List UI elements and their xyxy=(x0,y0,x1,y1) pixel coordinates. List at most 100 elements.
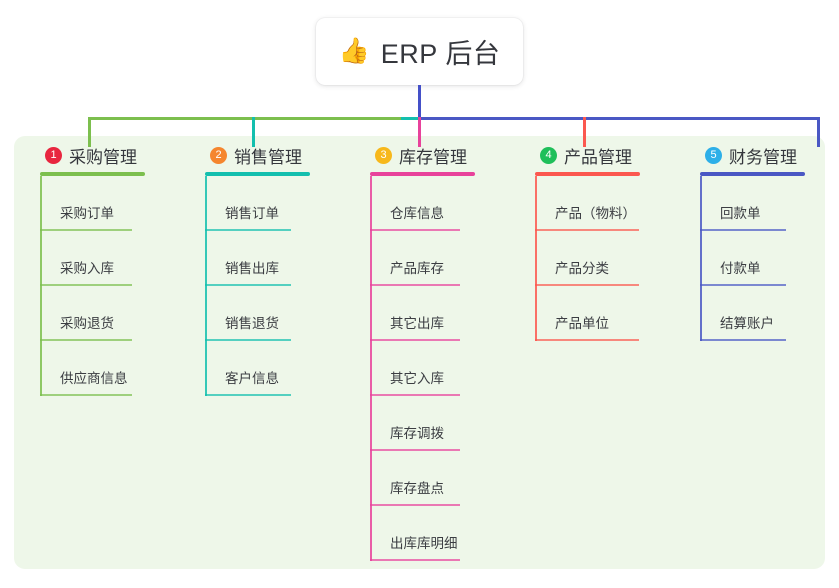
branch-child-underline xyxy=(370,449,460,451)
branch-child-item[interactable]: 采购订单 xyxy=(40,176,145,231)
branch-column-4: 4 产品管理产品（物料） 产品分类产品单位 xyxy=(535,143,640,341)
branch-header-2[interactable]: 2 销售管理 xyxy=(205,143,310,167)
branch-header-4[interactable]: 4 产品管理 xyxy=(535,143,640,167)
branch-child-underline xyxy=(205,339,291,341)
branch-child-underline xyxy=(370,339,460,341)
branch-child-item[interactable]: 销售出库 xyxy=(205,231,310,286)
branch-child-underline xyxy=(370,229,460,231)
branch-child-underline xyxy=(370,504,460,506)
branch-child-label: 出库库明细 xyxy=(390,536,458,551)
branch-child-underline xyxy=(40,229,132,231)
branch-child-label: 库存调拨 xyxy=(390,426,444,441)
branch-child-item[interactable]: 产品单位 xyxy=(535,286,640,341)
branch-child-label: 产品库存 xyxy=(390,261,444,276)
branch-child-underline xyxy=(700,284,786,286)
branch-underline xyxy=(370,172,475,176)
branch-children: 产品（物料） 产品分类产品单位 xyxy=(535,176,640,341)
branch-child-label: 其它出库 xyxy=(390,316,444,331)
branch-title: 产品管理 xyxy=(564,147,632,167)
branch-title: 销售管理 xyxy=(234,147,302,167)
branch-child-label: 采购订单 xyxy=(60,206,114,221)
branch-child-label: 回款单 xyxy=(720,206,761,221)
drop-connector-2 xyxy=(252,117,255,147)
branch-header-5[interactable]: 5 财务管理 xyxy=(700,143,805,167)
branch-child-item[interactable]: 仓库信息 xyxy=(370,176,475,231)
branch-child-underline xyxy=(535,284,639,286)
branch-child-underline xyxy=(700,339,786,341)
branch-number-badge: 3 xyxy=(375,146,392,164)
branch-child-label: 产品分类 xyxy=(555,261,609,276)
branch-child-label: 其它入库 xyxy=(390,371,444,386)
branch-child-item[interactable]: 产品库存 xyxy=(370,231,475,286)
branch-child-item[interactable]: 其它入库 xyxy=(370,341,475,396)
branch-child-underline xyxy=(370,394,460,396)
branch-column-5: 5 财务管理回款单付款单结算账户 xyxy=(700,143,805,341)
branch-child-label: 付款单 xyxy=(720,261,761,276)
branch-child-underline xyxy=(370,284,460,286)
branch-child-item[interactable]: 供应商信息 xyxy=(40,341,145,396)
branch-spine xyxy=(370,176,372,561)
thumbs-up-icon: 👍 xyxy=(338,37,370,65)
branch-child-item[interactable]: 产品（物料） xyxy=(535,176,640,231)
branch-child-item[interactable]: 销售退货 xyxy=(205,286,310,341)
branch-child-label: 产品单位 xyxy=(555,316,609,331)
branch-child-underline xyxy=(205,284,291,286)
branch-child-underline xyxy=(40,284,132,286)
branch-child-item[interactable]: 销售订单 xyxy=(205,176,310,231)
branch-column-2: 2 销售管理销售订单销售出库销售退货客户信息 xyxy=(205,143,310,396)
branch-child-underline xyxy=(205,229,291,231)
branch-child-label: 客户信息 xyxy=(225,371,279,386)
branch-title: 采购管理 xyxy=(69,147,137,167)
branch-child-label: 销售订单 xyxy=(225,206,279,221)
drop-connector-1 xyxy=(88,117,91,147)
root-node-label: ERP 后台 xyxy=(380,39,501,69)
branch-child-underline xyxy=(535,339,639,341)
branch-child-item[interactable]: 库存调拨 xyxy=(370,396,475,451)
branch-spine xyxy=(205,176,207,396)
branch-number-badge: 2 xyxy=(210,146,227,164)
branch-number-badge: 4 xyxy=(540,146,557,164)
branch-child-item[interactable]: 回款单 xyxy=(700,176,805,231)
bus-segment-left xyxy=(88,117,401,120)
bus-segment-right xyxy=(419,117,819,120)
diagram-background-panel xyxy=(14,136,825,569)
branch-underline xyxy=(40,172,145,176)
branch-child-underline xyxy=(205,394,291,396)
branch-child-label: 库存盘点 xyxy=(390,481,444,496)
root-node[interactable]: 👍 ERP 后台 xyxy=(316,18,523,85)
branch-header-1[interactable]: 1 采购管理 xyxy=(40,143,145,167)
branch-child-label: 产品（物料） xyxy=(555,206,636,221)
branch-title: 财务管理 xyxy=(729,147,797,167)
branch-child-item[interactable]: 出库库明细 xyxy=(370,506,475,561)
branch-child-label: 销售退货 xyxy=(225,316,279,331)
branch-child-item[interactable]: 结算账户 xyxy=(700,286,805,341)
branch-underline xyxy=(700,172,805,176)
branch-child-item[interactable]: 采购退货 xyxy=(40,286,145,341)
branch-children: 采购订单采购入库采购退货供应商信息 xyxy=(40,176,145,396)
branch-child-underline xyxy=(40,394,132,396)
branch-number-badge: 5 xyxy=(705,146,722,164)
branch-child-item[interactable]: 库存盘点 xyxy=(370,451,475,506)
branch-child-underline xyxy=(700,229,786,231)
branch-spine xyxy=(700,176,702,341)
branch-child-item[interactable]: 采购入库 xyxy=(40,231,145,286)
branch-child-label: 销售出库 xyxy=(225,261,279,276)
drop-connector-5 xyxy=(817,117,820,147)
branch-child-label: 结算账户 xyxy=(720,316,774,331)
branch-child-item[interactable]: 其它出库 xyxy=(370,286,475,341)
branch-children: 仓库信息产品库存其它出库其它入库库存调拨库存盘点出库库明细 xyxy=(370,176,475,561)
branch-child-item[interactable]: 付款单 xyxy=(700,231,805,286)
root-stem-connector xyxy=(418,85,421,119)
branch-child-underline xyxy=(535,229,639,231)
branch-child-underline xyxy=(40,339,132,341)
branch-underline xyxy=(205,172,310,176)
branch-child-item[interactable]: 产品分类 xyxy=(535,231,640,286)
branch-column-1: 1 采购管理采购订单采购入库采购退货供应商信息 xyxy=(40,143,145,396)
branch-number-badge: 1 xyxy=(45,146,62,164)
branch-children: 销售订单销售出库销售退货客户信息 xyxy=(205,176,310,396)
branch-child-item[interactable]: 客户信息 xyxy=(205,341,310,396)
drop-connector-4 xyxy=(583,117,586,147)
branch-child-label: 供应商信息 xyxy=(60,371,128,386)
